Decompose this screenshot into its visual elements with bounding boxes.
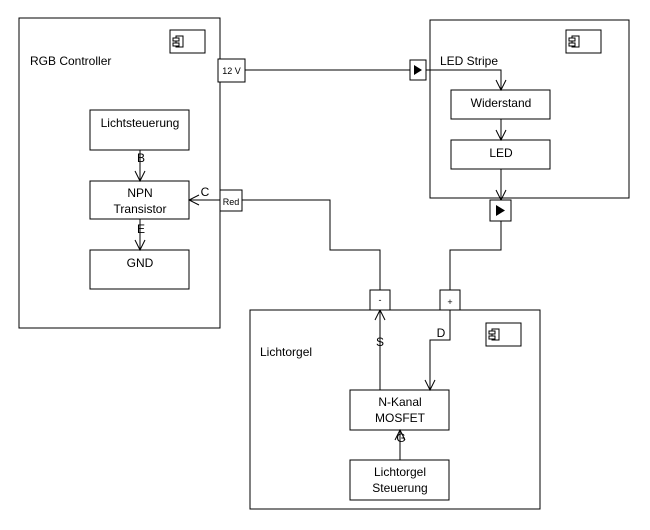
gnd-part[interactable]: GND: [89, 249, 190, 290]
lichtsteuerung-label: Lichtsteuerung: [101, 116, 180, 130]
port-led-stripe-output[interactable]: [489, 199, 512, 222]
port-red-label: Red: [223, 197, 240, 207]
rgb-controller-title: RGB Controller: [30, 54, 111, 68]
port-plus[interactable]: +: [439, 289, 461, 311]
wire-red-to-minus: [242, 199, 381, 290]
npn-label-line1: NPN: [127, 186, 152, 200]
widerstand-label: Widerstand: [471, 96, 532, 110]
port-led-stripe-input[interactable]: [409, 59, 427, 81]
edge-label-e: E: [137, 222, 145, 236]
edge-label-g: G: [396, 431, 405, 445]
edge-label-d: D: [437, 326, 446, 340]
wire-widerstand-in: [426, 69, 501, 90]
component-icon: [565, 29, 602, 54]
npn-transistor-part[interactable]: NPN Transistor: [89, 180, 190, 220]
port-12v[interactable]: 12 V: [217, 58, 246, 83]
lichtorgel-steuerung-part[interactable]: Lichtorgel Steuerung: [349, 459, 450, 501]
lo-steuerung-label-line2: Steuerung: [372, 481, 427, 495]
wire-plus-to-mosfet: [430, 310, 451, 390]
led-label: LED: [489, 146, 513, 160]
mosfet-label-line2: MOSFET: [375, 411, 426, 425]
port-minus-label: -: [379, 295, 382, 305]
port-12v-label: 12 V: [222, 66, 241, 76]
port-plus-label: +: [447, 297, 452, 307]
widerstand-part[interactable]: Widerstand: [450, 89, 551, 120]
wire-led-port-to-plus: [449, 221, 502, 290]
gnd-label: GND: [127, 256, 154, 270]
port-arrow-icon: [414, 65, 422, 75]
lichtorgel-title: Lichtorgel: [260, 345, 312, 359]
port-red[interactable]: Red: [219, 189, 243, 212]
edge-label-s: S: [376, 335, 384, 349]
lichtsteuerung-part[interactable]: Lichtsteuerung: [89, 109, 190, 151]
lo-steuerung-label-line1: Lichtorgel: [374, 465, 426, 479]
port-arrow-icon: [496, 205, 505, 216]
port-minus[interactable]: -: [369, 289, 391, 311]
edge-label-c: C: [201, 185, 210, 199]
component-icon: [485, 322, 522, 347]
led-stripe-title: LED Stripe: [440, 54, 498, 68]
component-icon: [169, 29, 206, 54]
led-part[interactable]: LED: [450, 139, 551, 170]
edge-label-b: B: [137, 151, 145, 165]
mosfet-label-line1: N-Kanal: [378, 395, 421, 409]
npn-label-line2: Transistor: [114, 202, 167, 216]
mosfet-part[interactable]: N-Kanal MOSFET: [349, 389, 450, 431]
